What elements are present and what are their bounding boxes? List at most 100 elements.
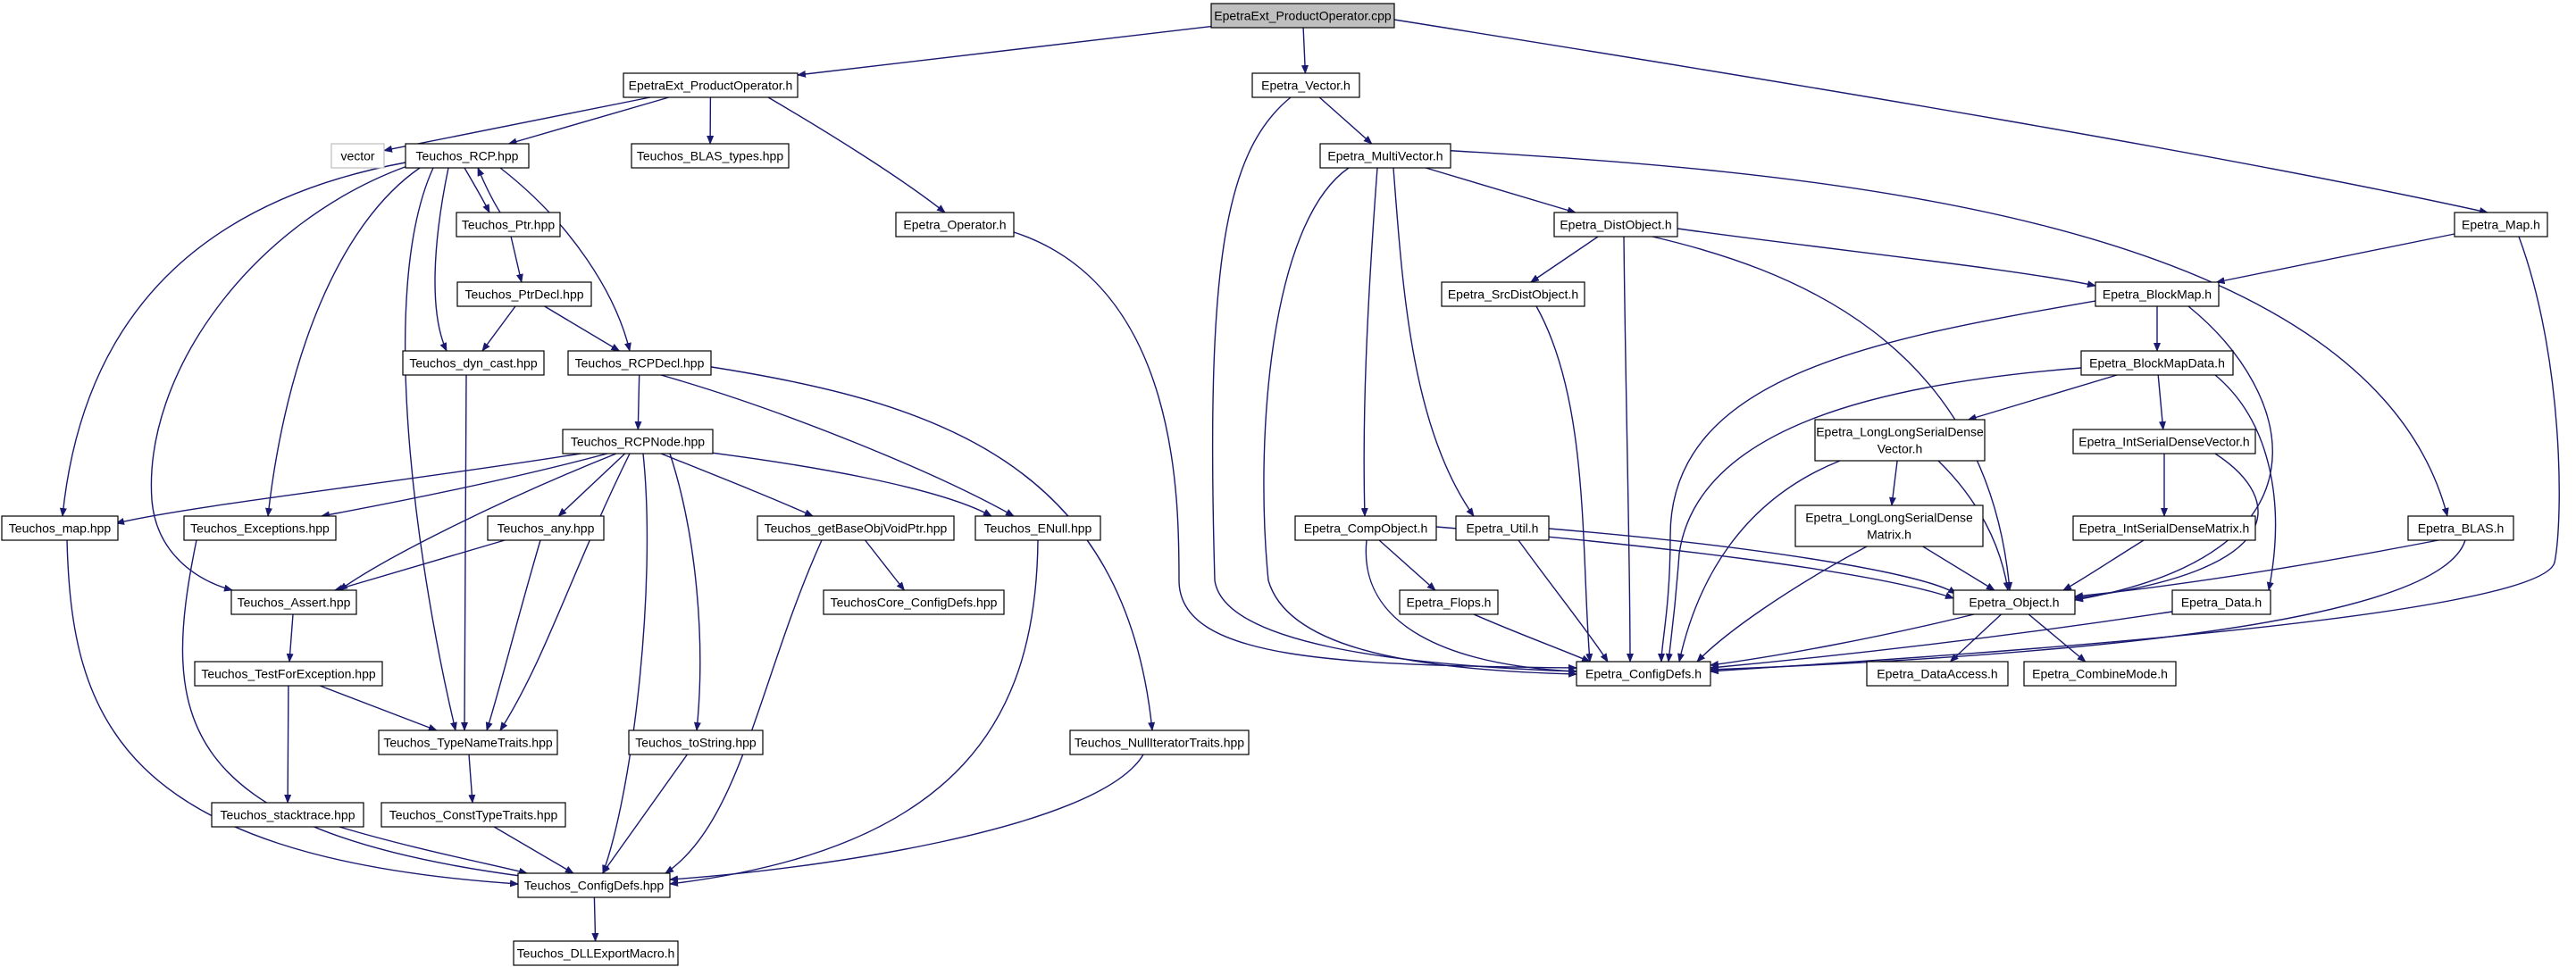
graph-node[interactable]: Epetra_SrcDistObject.h bbox=[1441, 281, 1585, 307]
edge-n38-n41 bbox=[1548, 528, 1957, 595]
graph-node[interactable]: Teuchos_getBaseObjVoidPtr.hpp bbox=[757, 515, 955, 541]
node-box bbox=[513, 940, 679, 966]
node-label: EpetraExt_ProductOperator.cpp bbox=[1214, 9, 1392, 23]
edge-n0-n1 bbox=[797, 25, 1212, 78]
graph-node[interactable]: Teuchos_RCP.hpp bbox=[405, 143, 530, 169]
edge-n32-n33 bbox=[1967, 374, 2118, 421]
edge-n3-n19 bbox=[404, 167, 457, 731]
edge-n0-n26 bbox=[1301, 27, 1309, 74]
node-label: Teuchos_any.hpp bbox=[498, 521, 595, 536]
graph-node[interactable]: EpetraExt_ProductOperator.cpp bbox=[1210, 3, 1395, 29]
node-label: Teuchos_dyn_cast.hpp bbox=[409, 356, 537, 371]
graph-node[interactable]: Epetra_DataAccess.h bbox=[1866, 661, 2009, 687]
node-box bbox=[1953, 589, 2076, 615]
graph-node[interactable]: Teuchos_ConfigDefs.hpp bbox=[517, 872, 671, 898]
graph-node[interactable]: Epetra_CombineMode.h bbox=[2023, 661, 2177, 687]
graph-node[interactable]: Epetra_Operator.h bbox=[895, 212, 1015, 238]
node-box bbox=[895, 212, 1015, 238]
node-box bbox=[623, 72, 799, 98]
graph-node[interactable]: Epetra_CompObject.h bbox=[1294, 515, 1437, 541]
node-box bbox=[230, 589, 357, 615]
graph-node[interactable]: Epetra_Object.h bbox=[1953, 589, 2076, 615]
edge-n41-n44 bbox=[1949, 613, 2002, 663]
node-box bbox=[2171, 589, 2271, 615]
graph-node[interactable]: Teuchos_TestForException.hpp bbox=[194, 661, 383, 687]
node-label: Epetra_CompObject.h bbox=[1304, 521, 1428, 536]
graph-node[interactable]: Epetra_BLAS.h bbox=[2407, 515, 2514, 541]
graph-node[interactable]: Teuchos_toString.hpp bbox=[628, 729, 764, 755]
node-label: TeuchosCore_ConfigDefs.hpp bbox=[831, 596, 998, 610]
edge-n29-n43 bbox=[1535, 305, 1593, 663]
node-box bbox=[381, 802, 566, 828]
graph-node[interactable]: Epetra_IntSerialDenseVector.h bbox=[2072, 429, 2256, 454]
graph-node[interactable]: Teuchos_NullIteratorTraits.hpp bbox=[1069, 729, 1250, 755]
edge-n31-n43 bbox=[1658, 300, 2096, 663]
node-box bbox=[1319, 143, 1451, 169]
node-layer: EpetraExt_ProductOperator.cppEpetraExt_P… bbox=[1, 3, 2548, 966]
graph-node[interactable]: Teuchos_PtrDecl.hpp bbox=[456, 281, 592, 307]
node-box bbox=[2072, 429, 2256, 454]
graph-node[interactable]: Teuchos_TypeNameTraits.hpp bbox=[378, 729, 558, 755]
graph-node[interactable]: Epetra_Data.h bbox=[2171, 589, 2271, 615]
graph-node[interactable]: Epetra_Util.h bbox=[1455, 515, 1550, 541]
node-box bbox=[2023, 661, 2177, 687]
node-box bbox=[2407, 515, 2514, 541]
graph-node[interactable]: Epetra_ConfigDefs.h bbox=[1576, 661, 1711, 687]
graph-node[interactable]: Teuchos_BLAS_types.hpp bbox=[631, 143, 790, 169]
node-label: Epetra_BlockMap.h bbox=[2103, 288, 2212, 302]
node-label: Epetra_MultiVector.h bbox=[1327, 149, 1443, 163]
edge-n9-n10 bbox=[634, 374, 642, 430]
edge-n12-n24 bbox=[181, 539, 528, 879]
edge-n8-n19 bbox=[461, 374, 469, 731]
graph-node[interactable]: Teuchos_map.hpp bbox=[1, 515, 119, 541]
graph-node[interactable]: Teuchos_ConstTypeTraits.hpp bbox=[381, 802, 566, 828]
node-label: Matrix.h bbox=[1867, 528, 1911, 542]
graph-node[interactable]: Epetra_Flops.h bbox=[1399, 589, 1499, 615]
node-label: Teuchos_stacktrace.hpp bbox=[221, 808, 355, 822]
node-box bbox=[628, 729, 764, 755]
edge-n39-n43 bbox=[1710, 539, 2466, 673]
edge-n15-n24 bbox=[669, 539, 1039, 887]
graph-node[interactable]: EpetraExt_ProductOperator.h bbox=[623, 72, 799, 98]
graph-node[interactable]: Epetra_BlockMap.h bbox=[2095, 281, 2220, 307]
edge-n30-n31 bbox=[2215, 233, 2455, 285]
graph-node[interactable]: Epetra_BlockMapData.h bbox=[2080, 350, 2234, 376]
graph-node[interactable]: Teuchos_Exceptions.hpp bbox=[183, 515, 337, 541]
node-label: Teuchos_ConstTypeTraits.hpp bbox=[389, 808, 558, 822]
graph-node[interactable]: Teuchos_Ptr.hpp bbox=[456, 212, 561, 238]
node-label: Teuchos_PtrDecl.hpp bbox=[464, 288, 583, 302]
edge-n10-n24 bbox=[602, 453, 648, 874]
graph-node[interactable]: Epetra_Map.h bbox=[2454, 212, 2548, 238]
graph-node[interactable]: Teuchos_DLLExportMacro.h bbox=[513, 940, 679, 966]
node-box bbox=[1553, 212, 1678, 238]
node-box bbox=[567, 350, 712, 376]
edge-n26-n27 bbox=[1318, 96, 1373, 145]
graph-node[interactable]: Epetra_DistObject.h bbox=[1553, 212, 1678, 238]
graph-node[interactable]: TeuchosCore_ConfigDefs.hpp bbox=[823, 589, 1005, 615]
edge-n33-n43 bbox=[1677, 460, 1841, 663]
graph-node[interactable]: Teuchos_RCPNode.hpp bbox=[562, 429, 714, 454]
graph-node[interactable]: Epetra_Vector.h bbox=[1251, 72, 1360, 98]
edge-n9-n21 bbox=[705, 365, 1156, 731]
graph-node[interactable]: Teuchos_ENull.hpp bbox=[974, 515, 1101, 541]
graph-node[interactable]: Teuchos_RCPDecl.hpp bbox=[567, 350, 712, 376]
node-box bbox=[562, 429, 714, 454]
node-label: Epetra_Object.h bbox=[1969, 596, 2059, 610]
graph-node[interactable]: Epetra_IntSerialDenseMatrix.h bbox=[2072, 515, 2256, 541]
graph-node[interactable]: Teuchos_any.hpp bbox=[487, 515, 605, 541]
graph-node[interactable]: Teuchos_Assert.hpp bbox=[230, 589, 357, 615]
graph-node[interactable]: Epetra_MultiVector.h bbox=[1319, 143, 1451, 169]
node-label: Teuchos_Ptr.hpp bbox=[462, 218, 556, 232]
node-label: Epetra_Flops.h bbox=[1407, 596, 1492, 610]
node-box bbox=[1251, 72, 1360, 98]
node-label: Teuchos_Exceptions.hpp bbox=[190, 521, 330, 536]
edge-n17-n18 bbox=[286, 613, 294, 663]
edge-n28-n29 bbox=[1530, 236, 1599, 283]
graph-node[interactable]: Teuchos_dyn_cast.hpp bbox=[402, 350, 545, 376]
edge-n21-n24 bbox=[669, 754, 1144, 883]
graph-node[interactable]: Teuchos_stacktrace.hpp bbox=[211, 802, 364, 828]
node-box bbox=[211, 802, 364, 828]
node-label: Epetra_SrcDistObject.h bbox=[1448, 288, 1578, 302]
